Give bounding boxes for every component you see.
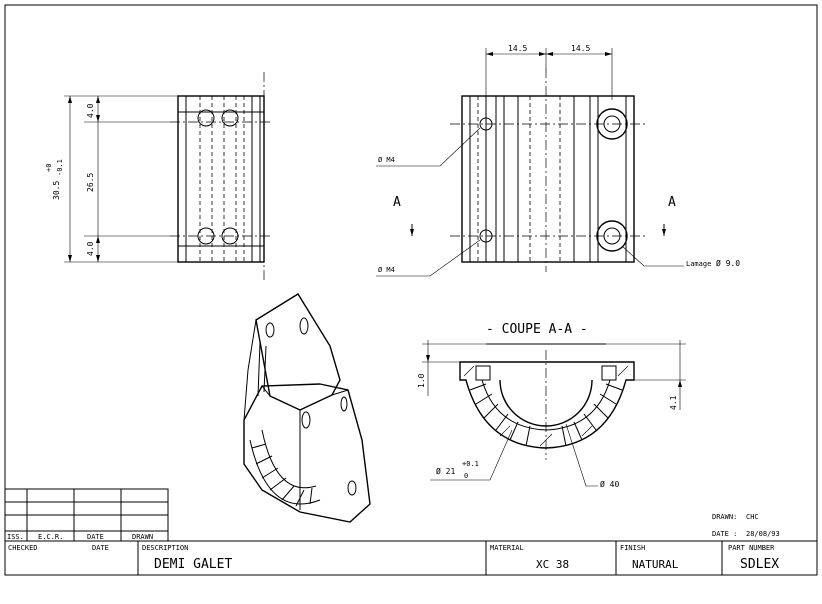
rev-header-date: DATE	[87, 533, 104, 541]
section-mark-left: A	[393, 195, 401, 210]
description-value: DEMI GALET	[154, 557, 232, 572]
section-view	[422, 340, 686, 487]
front-thread-lower: Ø M4	[378, 266, 395, 274]
isometric-view	[243, 293, 371, 523]
section-dia-bore: Ø 40	[600, 479, 619, 489]
section-groove-tol-lower: 0	[464, 472, 468, 480]
front-lamage-dia: Ø 9.0	[716, 258, 740, 268]
front-lamage-label: Lamage	[686, 260, 711, 268]
front-dim-right: 14.5	[571, 44, 590, 53]
finish-value: NATURAL	[632, 558, 679, 571]
side-dim-top: 4.0	[86, 103, 95, 118]
section-title: - COUPE A-A -	[486, 322, 588, 337]
material-value: XC 38	[536, 558, 569, 571]
side-dim-tol-upper: +0	[45, 164, 53, 172]
material-label: MATERIAL	[490, 544, 524, 552]
rev-header-ecr: E.C.R.	[38, 533, 63, 541]
side-view	[64, 72, 272, 280]
rev-header-iss: ISS.	[7, 533, 24, 541]
front-view	[376, 48, 684, 277]
section-groove-tol-upper: +0.1	[462, 460, 479, 468]
front-thread-upper: Ø M4	[378, 156, 395, 164]
description-label: DESCRIPTION	[142, 544, 188, 552]
side-dim-tol-lower: -0.1	[56, 159, 64, 176]
checked-date-label: DATE	[92, 544, 109, 552]
date-label: DATE :	[712, 530, 737, 538]
checked-label: CHECKED	[8, 544, 38, 552]
rev-header-drawn: DRAWN	[132, 533, 153, 541]
front-dim-left: 14.5	[508, 44, 527, 53]
title-block	[4, 488, 817, 575]
part-number-label: PART NUMBER	[728, 544, 775, 552]
section-mark-right: A	[668, 195, 676, 210]
date-value: 28/08/93	[746, 530, 780, 538]
side-dim-total: 30.5	[52, 181, 61, 200]
side-dim-bottom: 4.0	[86, 241, 95, 256]
part-number-value: SDLEX	[740, 557, 779, 572]
section-dia-groove: Ø 21	[436, 466, 455, 476]
finish-label: FINISH	[620, 544, 645, 552]
drawn-label: DRAWN:	[712, 513, 737, 521]
section-dim-right: 4.1	[669, 395, 678, 410]
side-dim-middle: 26.5	[86, 173, 95, 192]
drawn-by-value: CHC	[746, 513, 759, 521]
sheet-border	[4, 4, 818, 576]
section-dim-left: 1.0	[417, 373, 426, 388]
